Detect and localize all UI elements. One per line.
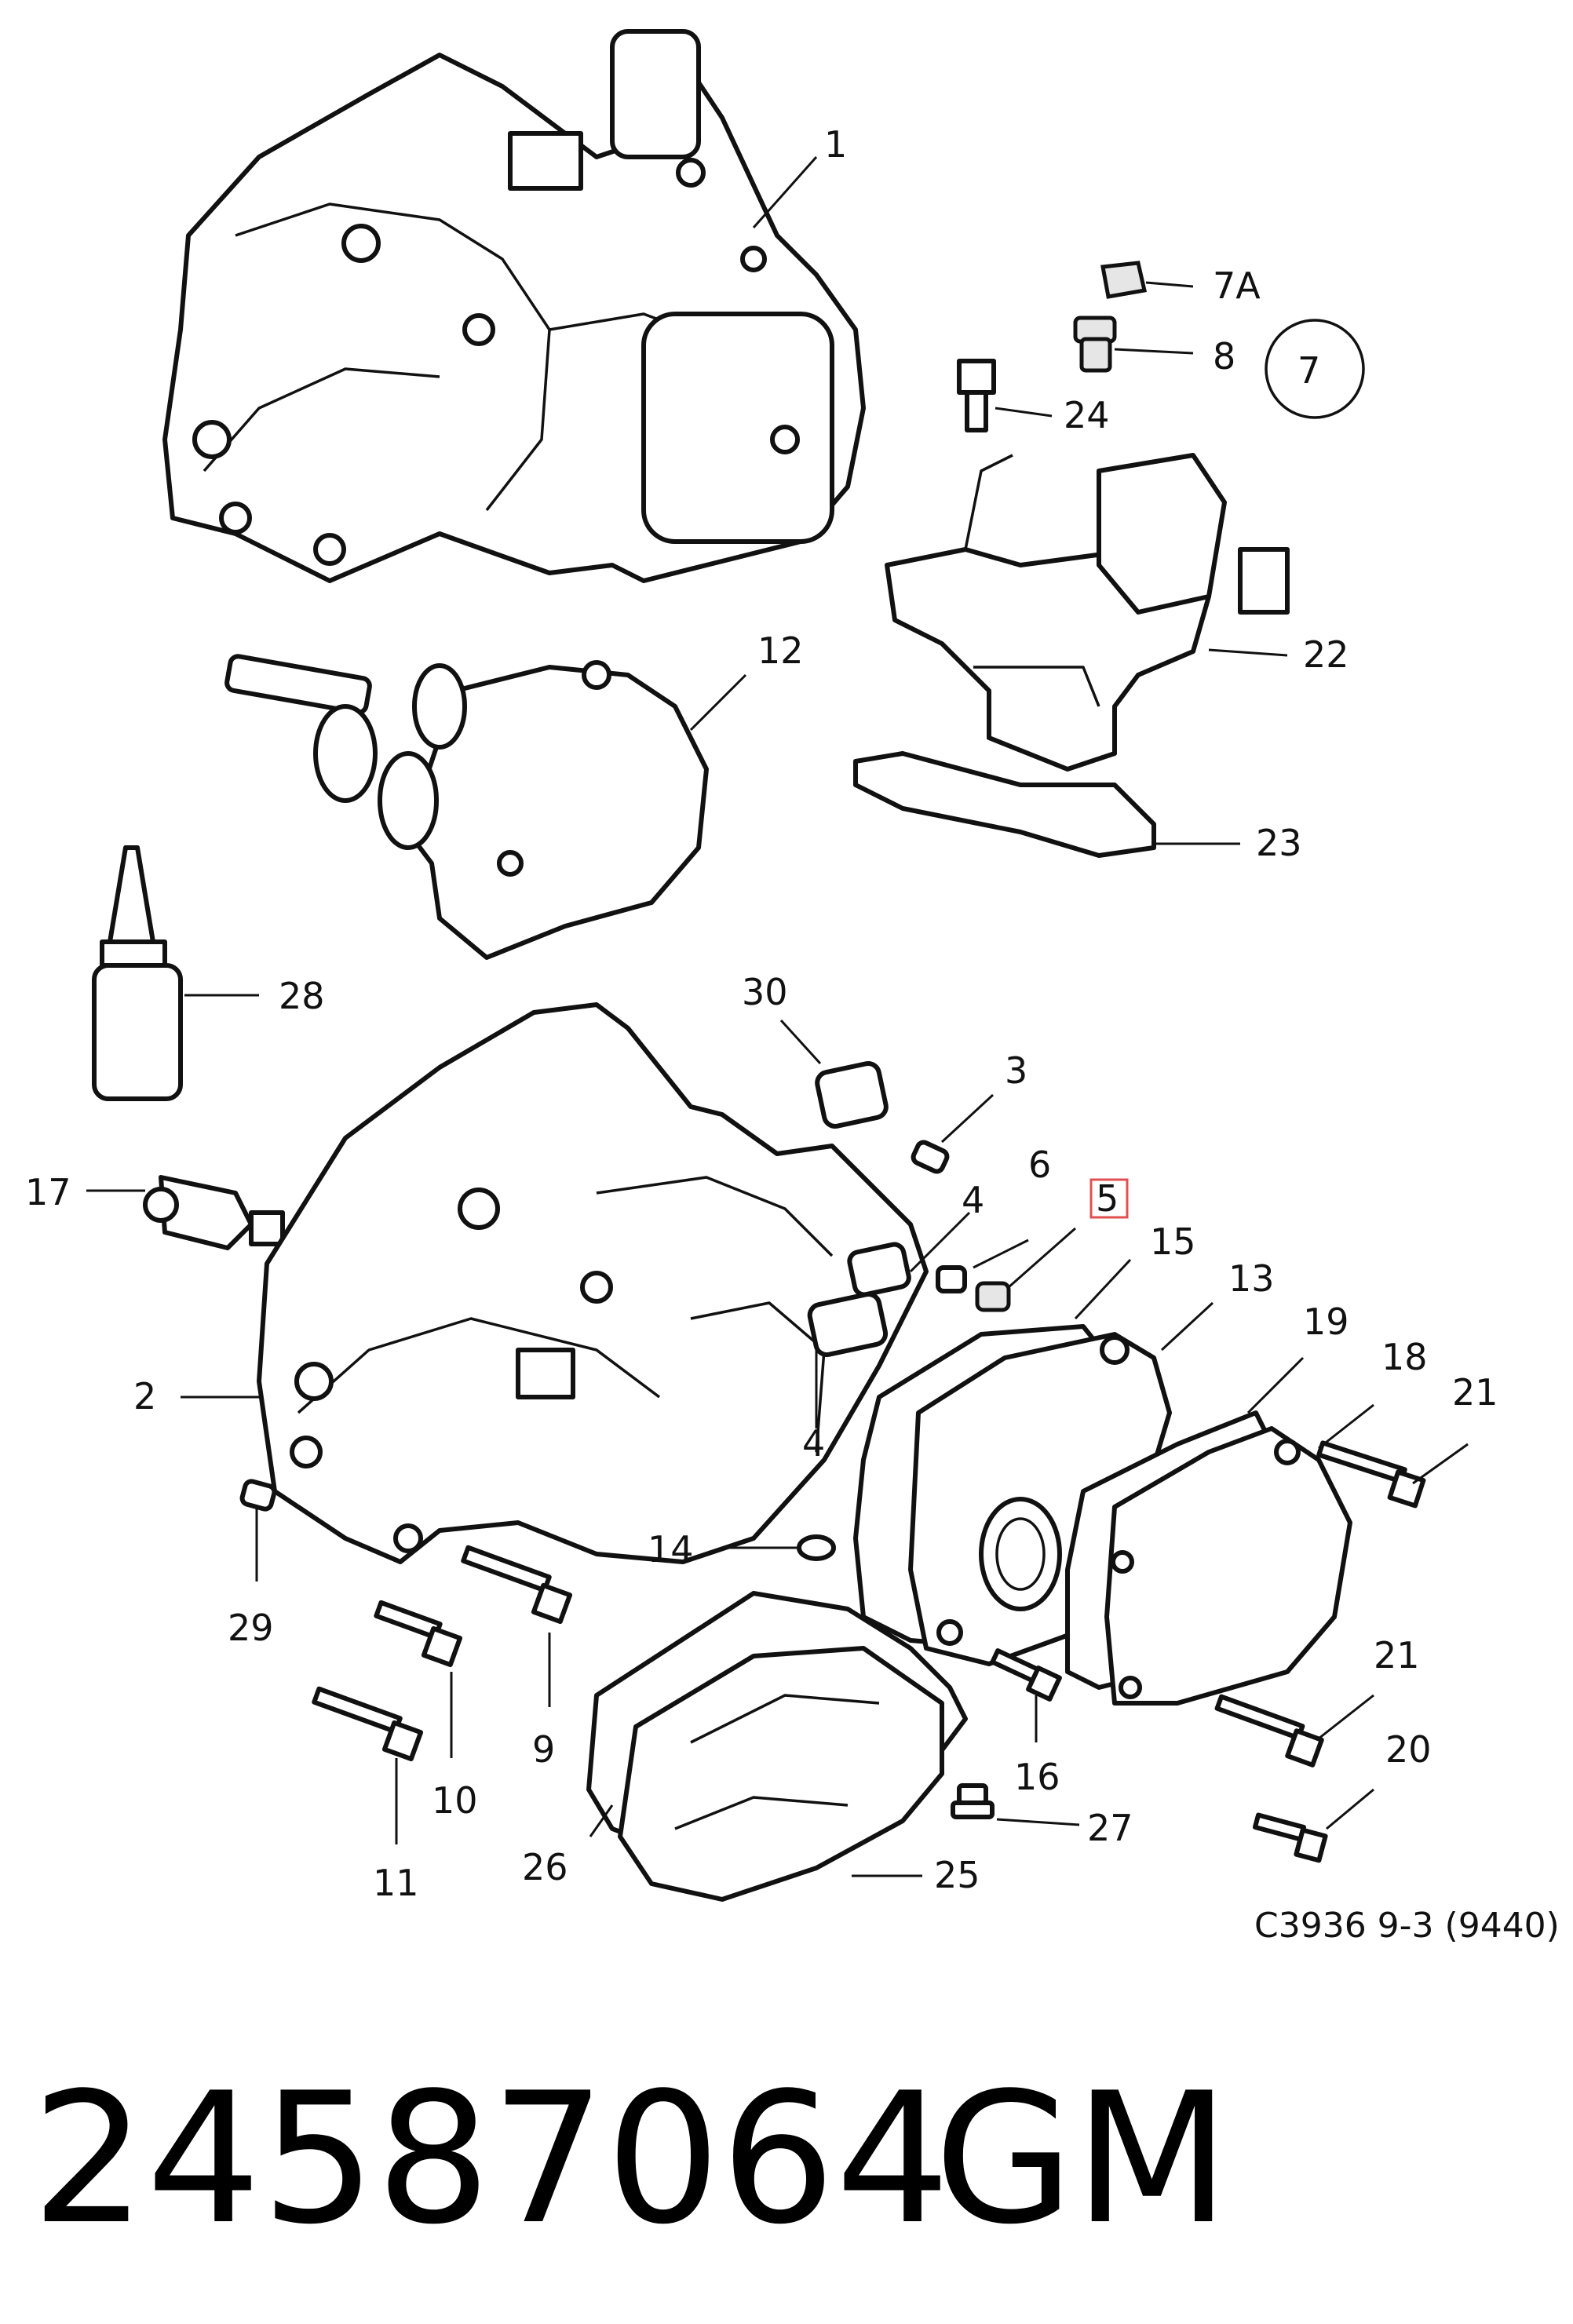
label-5: 5: [1096, 1177, 1119, 1220]
diagram-caption: C3936 9-3 (9440): [1254, 1906, 1560, 1946]
label-22: 22: [1303, 633, 1349, 676]
selector-housing-22-part: [885, 453, 1290, 772]
label-7a: 7A: [1213, 265, 1261, 307]
plug-5-part: [975, 1281, 1011, 1312]
sleeve-30-part: [815, 1061, 889, 1129]
gearbox-assembly-part: [162, 29, 866, 583]
bolt-11-part: [312, 1686, 424, 1762]
bolt-27-part: [951, 1783, 995, 1819]
bolt-9-part: [461, 1545, 573, 1625]
label-10: 10: [432, 1779, 478, 1822]
bolt-10-part: [374, 1600, 463, 1668]
label-17: 17: [25, 1171, 71, 1213]
group-7-circle: [1265, 319, 1365, 419]
part-number: 24587064: [31, 2055, 951, 2264]
label-1: 1: [824, 123, 847, 166]
label-11: 11: [373, 1862, 419, 1904]
rear-cover-18-part: [1104, 1426, 1352, 1706]
brand-name: GM: [934, 2055, 1230, 2264]
label-29: 29: [228, 1607, 274, 1649]
dowel-29-part: [239, 1479, 277, 1512]
sensor-17-part: [143, 1175, 285, 1250]
plug-6-part: [936, 1265, 967, 1293]
bolt-20-part: [1252, 1812, 1328, 1863]
label-21-upper: 21: [1452, 1371, 1498, 1414]
bolt-21-lower-part: [1214, 1694, 1324, 1768]
dowel-3-part: [911, 1140, 950, 1174]
transmission-case-2-part: [257, 1002, 929, 1564]
label-26: 26: [522, 1846, 568, 1888]
label-23: 23: [1256, 822, 1302, 864]
label-14: 14: [648, 1528, 694, 1571]
label-27: 27: [1087, 1807, 1133, 1849]
seal-14-part: [797, 1534, 836, 1561]
label-28: 28: [279, 975, 325, 1017]
label-13: 13: [1228, 1257, 1275, 1300]
label-15: 15: [1150, 1220, 1196, 1263]
sealant-tube-28-part: [92, 845, 183, 1101]
label-20: 20: [1385, 1728, 1432, 1771]
label-2: 2: [133, 1375, 156, 1417]
label-24: 24: [1064, 394, 1110, 436]
label-25: 25: [934, 1854, 980, 1896]
bolt-16-part: [990, 1648, 1062, 1702]
label-9: 9: [532, 1728, 555, 1771]
oil-pan-25-part: [618, 1646, 944, 1902]
plug-7a-part: [1100, 261, 1148, 299]
label-5-highlight-box: [1089, 1178, 1129, 1219]
bolt-24-part: [957, 359, 996, 432]
label-4-upper: 4: [962, 1179, 984, 1221]
label-7: 7: [1297, 349, 1320, 392]
label-16: 16: [1014, 1756, 1060, 1798]
label-6: 6: [1028, 1144, 1051, 1186]
part-labels: 1 7A 8 7 24 22 23 12 28 30 3 17 4 6 5 15…: [25, 123, 1498, 1904]
label-4-lower: 4: [802, 1422, 825, 1465]
label-30: 30: [742, 971, 788, 1013]
gasket-23-part: [853, 751, 1156, 858]
leader-lines: [86, 156, 1469, 1877]
label-18: 18: [1381, 1336, 1428, 1378]
label-12: 12: [757, 629, 804, 672]
label-19: 19: [1303, 1301, 1349, 1343]
label-3: 3: [1005, 1049, 1027, 1092]
gear-shaft-assembly-12-part: [224, 654, 709, 960]
label-8: 8: [1213, 335, 1235, 378]
label-21-lower: 21: [1374, 1634, 1420, 1676]
plug-8-part: [1073, 316, 1117, 373]
